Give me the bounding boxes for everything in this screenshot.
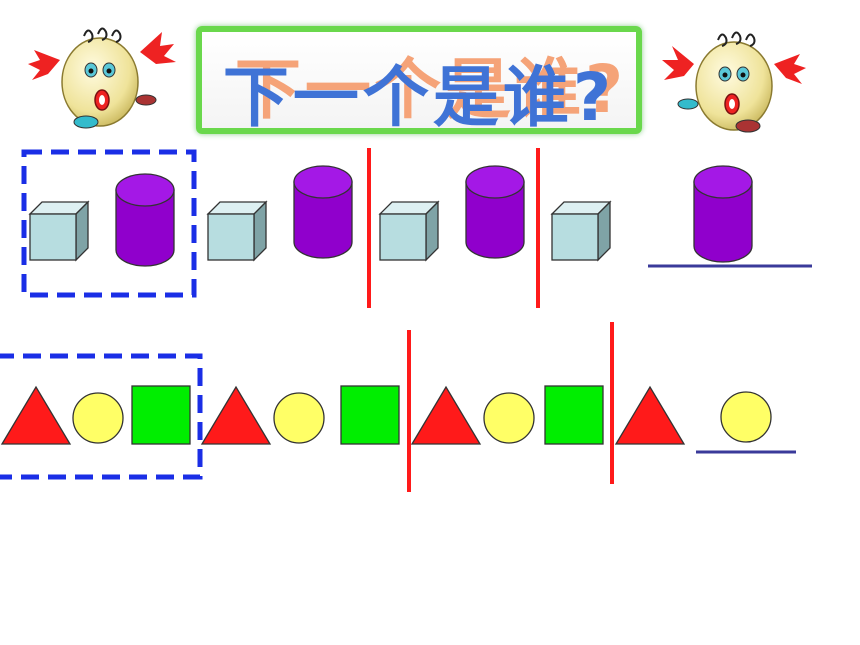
cube-shape	[206, 200, 268, 262]
square-shape	[544, 385, 604, 445]
circle-shape	[273, 392, 325, 444]
puzzled-face-mascot-icon	[28, 27, 176, 129]
triangle-shape	[0, 385, 72, 445]
cylinder-shape	[465, 165, 525, 259]
circle-shape	[483, 392, 535, 444]
cube-shape	[378, 200, 440, 262]
title-shadow: 下一个是谁?	[234, 51, 628, 128]
title-frame: 下一个是谁? 下一个是谁?	[196, 26, 642, 136]
triangle-shape	[200, 385, 272, 445]
cylinder-shape	[293, 165, 353, 259]
square-shape	[131, 385, 191, 445]
cylinder-shape	[115, 173, 175, 267]
answer-cylinder[interactable]	[693, 165, 753, 263]
cube-shape	[550, 200, 612, 262]
square-shape	[340, 385, 400, 445]
circle-shape	[72, 392, 124, 444]
cube-shape	[28, 200, 90, 262]
triangle-shape	[614, 385, 686, 445]
puzzled-face-mascot-icon	[662, 31, 806, 133]
answer-circle[interactable]	[720, 391, 772, 443]
triangle-shape	[410, 385, 482, 445]
group-box-row1	[21, 149, 197, 298]
page-title: 下一个是谁?	[222, 59, 616, 136]
